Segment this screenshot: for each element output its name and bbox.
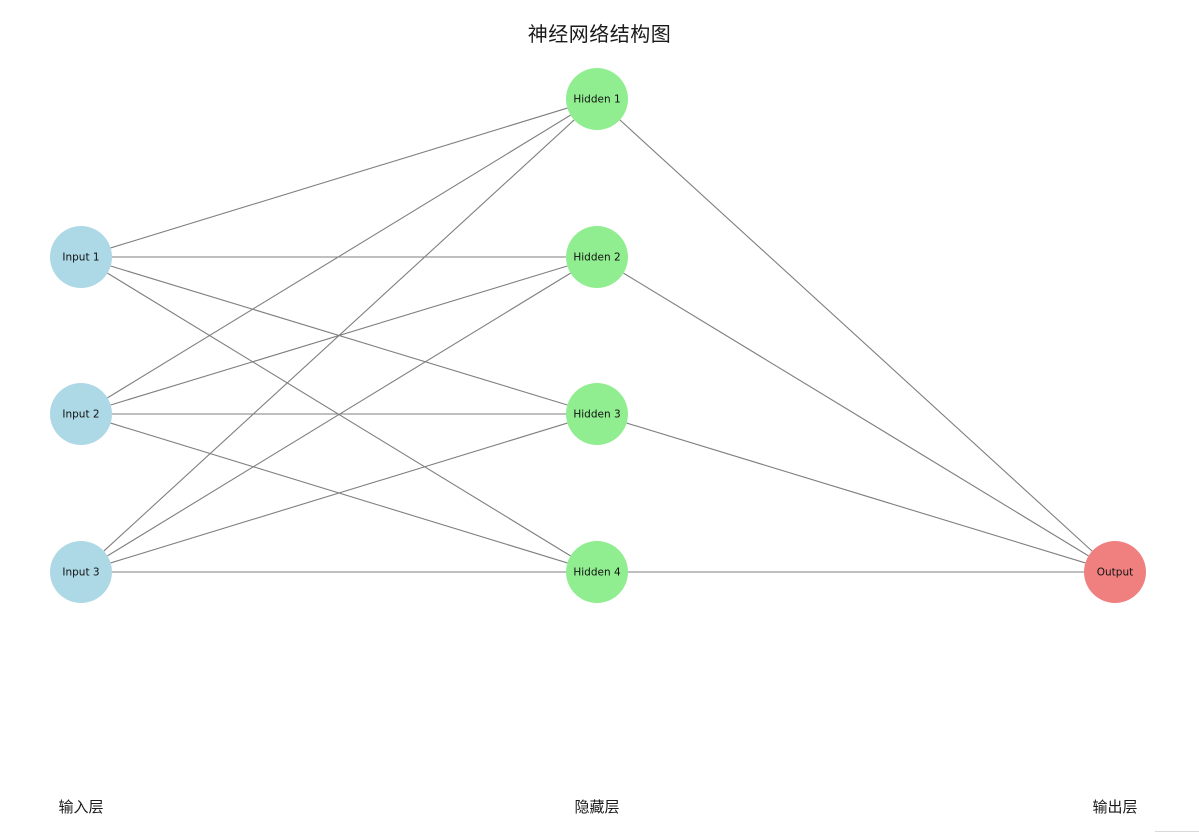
edge-h1-o1 <box>619 119 1093 552</box>
node-circle-i2[interactable] <box>50 383 112 445</box>
node-i2[interactable]: Input 2 <box>50 383 112 445</box>
edge-group <box>103 107 1093 573</box>
node-group: Input 1 Input 2 Input 3 Hidden 1 Hidden 2 Hid… <box>50 68 1146 603</box>
edge-i3-h3 <box>110 422 568 564</box>
edge-i3-h2 <box>107 272 571 557</box>
node-h2[interactable]: Hidden 2 <box>566 226 628 288</box>
node-circle-i3[interactable] <box>50 541 112 603</box>
node-i3[interactable]: Input 3 <box>50 541 112 603</box>
edge-h2-o1 <box>623 272 1089 557</box>
edge-h3-o1 <box>626 422 1086 564</box>
node-h3[interactable]: Hidden 3 <box>566 383 628 445</box>
layer-caption-output: 输出层 <box>1092 798 1138 816</box>
node-circle-h4[interactable] <box>566 541 628 603</box>
node-circle-h3[interactable] <box>566 383 628 445</box>
node-o1[interactable]: Output <box>1084 541 1146 603</box>
node-circle-i1[interactable] <box>50 226 112 288</box>
node-h1[interactable]: Hidden 1 <box>566 68 628 130</box>
edge-i2-h1 <box>107 114 571 399</box>
layer-caption-input: 输入层 <box>58 798 104 816</box>
page-title: 神经网络结构图 <box>527 22 672 46</box>
edge-i3-h1 <box>103 119 575 552</box>
node-i1[interactable]: Input 1 <box>50 226 112 288</box>
node-circle-h1[interactable] <box>566 68 628 130</box>
node-h4[interactable]: Hidden 4 <box>566 541 628 603</box>
edge-i1-h1 <box>110 107 568 249</box>
node-circle-o1[interactable] <box>1084 541 1146 603</box>
node-circle-h2[interactable] <box>566 226 628 288</box>
layer-caption-hidden: 隐藏层 <box>574 798 620 816</box>
